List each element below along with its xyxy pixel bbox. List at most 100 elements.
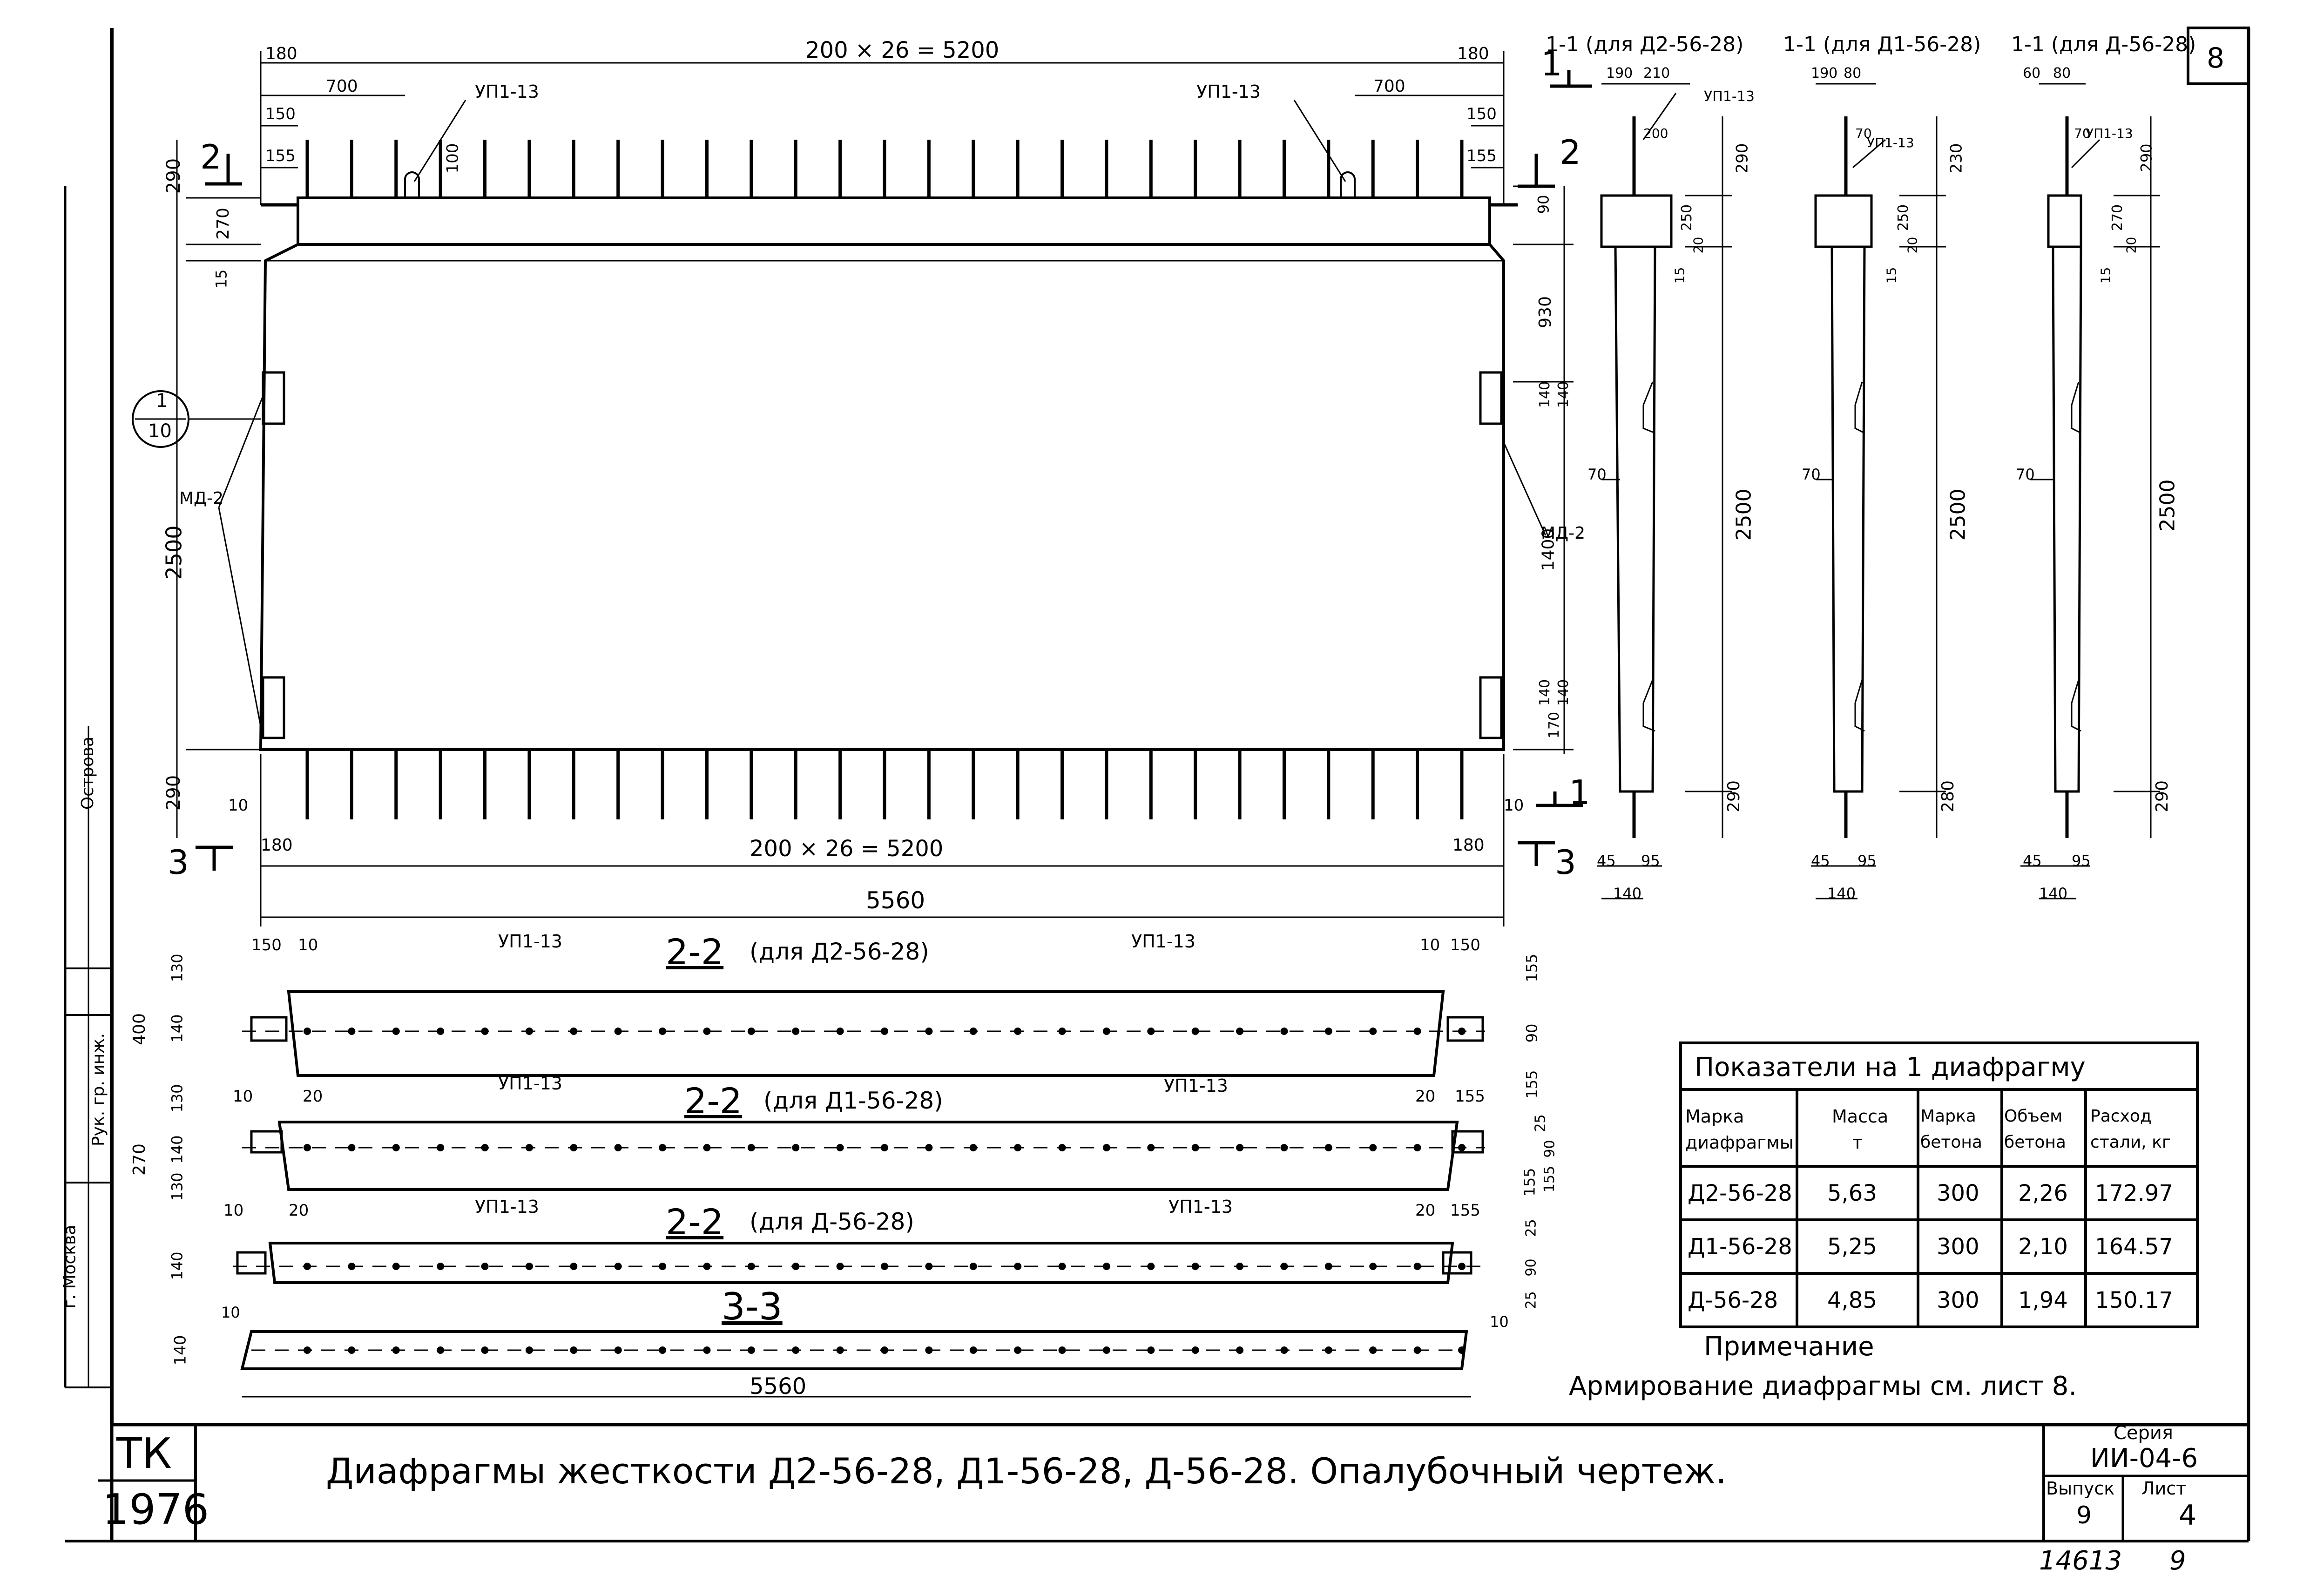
- elevation-view: [259, 171, 1518, 751]
- rebar-point: [570, 1144, 578, 1151]
- plan-1-dim-l2: 400: [129, 1013, 149, 1045]
- s2-up: УП1-13: [1867, 135, 1914, 150]
- s1-h250: 250: [1679, 204, 1695, 231]
- rebar-point: [1102, 1346, 1110, 1354]
- rebar-point: [570, 1346, 578, 1354]
- rebar-point: [304, 1028, 311, 1035]
- table-cell-0-0: Д2-56-28: [1688, 1180, 1792, 1206]
- plan-3-right-b: 155: [1450, 1201, 1480, 1220]
- s2-h2500: 2500: [1946, 488, 1970, 541]
- rebar-point: [1058, 1028, 1066, 1035]
- detail-sheet: 10: [148, 420, 172, 442]
- rebar-point: [792, 1144, 800, 1151]
- rebar-point: [1236, 1028, 1244, 1035]
- dim-290-bottom: 290: [163, 775, 185, 811]
- plan-2-dim-l1: 140: [168, 1135, 186, 1164]
- rebar-point: [392, 1263, 400, 1270]
- section-33-title: 3-3: [722, 1285, 783, 1328]
- rebar-point: [881, 1144, 888, 1151]
- plan-3-left-a: 10: [223, 1201, 244, 1220]
- s1-d2: 210: [1643, 65, 1670, 81]
- rebar-point: [437, 1346, 445, 1354]
- plan-2-left-b: 20: [303, 1087, 323, 1106]
- section-33: [240, 1330, 1471, 1398]
- table-header-2: Масса т: [1832, 1106, 1889, 1153]
- dim-140a: 140: [1537, 381, 1554, 408]
- table-cell-1-4: 164.57: [2095, 1234, 2173, 1260]
- up-label-right: УП1-13: [1196, 81, 1261, 102]
- s2-h250: 250: [1895, 204, 1912, 231]
- table-cell-2-3: 1,94: [2018, 1287, 2068, 1313]
- table-cell-1-1: 5,25: [1827, 1234, 1877, 1260]
- dim-180-right-top: 180: [1457, 44, 1489, 63]
- dim-700-right: 700: [1373, 77, 1405, 96]
- md-label-left: МД-2: [179, 489, 224, 508]
- plan-d: [233, 1242, 1490, 1284]
- elevation-dimensions: [132, 51, 1592, 926]
- rebar-point: [969, 1263, 977, 1270]
- rebar-point: [925, 1028, 933, 1035]
- s1-b140: 140: [1613, 885, 1642, 902]
- cut-3-right: 3: [1555, 843, 1576, 882]
- rebar-point: [1147, 1346, 1155, 1354]
- rebar-point: [703, 1028, 711, 1035]
- plan-1-dim-l1: 140: [168, 1014, 186, 1043]
- s3-h70: 70: [2016, 466, 2035, 483]
- rebar-point: [1058, 1346, 1066, 1354]
- rebar-point: [1014, 1144, 1022, 1151]
- plan-2-dim-r1: 155: [1520, 1168, 1539, 1197]
- s1-up: УП1-13: [1704, 88, 1755, 105]
- plan-d1: [242, 1121, 1485, 1191]
- cut-2-right: 2: [1560, 133, 1581, 172]
- plan-1-up-right: УП1-13: [1131, 931, 1196, 952]
- top-dimension: 200 × 26 = 5200: [805, 37, 1000, 63]
- dim-930: 930: [1535, 296, 1555, 328]
- rebar-point: [570, 1263, 578, 1270]
- note-title: Примечание: [1704, 1332, 1874, 1362]
- table-cell-2-4: 150.17: [2095, 1287, 2173, 1313]
- cut-2-left: 2: [200, 137, 222, 176]
- plan-3-right-a: 20: [1415, 1201, 1436, 1220]
- s3-h20: 20: [2123, 237, 2139, 254]
- rebar-point: [614, 1144, 622, 1151]
- dim-10-left: 10: [228, 796, 249, 815]
- up-label-left: УП1-13: [475, 81, 539, 102]
- s3-h250: 270: [2109, 204, 2126, 231]
- rebar-point: [1014, 1346, 1022, 1354]
- plan-1-right-a: 10: [1420, 936, 1440, 954]
- rebar-point: [481, 1263, 489, 1270]
- section-11-title-d: 1-1 (для Д-56-28): [2011, 33, 2196, 56]
- rebar-point: [659, 1028, 667, 1035]
- rebar-point: [1458, 1263, 1466, 1270]
- rebar-point: [1147, 1144, 1155, 1151]
- rebar-point: [1324, 1028, 1332, 1035]
- plan-2-up-right: УП1-13: [1164, 1075, 1228, 1096]
- dim-155-left: 155: [265, 147, 296, 165]
- plan-2-right-b: 155: [1455, 1087, 1485, 1106]
- s3-h2500: 2500: [2155, 479, 2180, 532]
- margin-role: Рук. гр. инж.: [89, 1033, 108, 1147]
- series-label: Серия: [2114, 1422, 2173, 1444]
- plan-1-dim-r1: 90: [1523, 1023, 1541, 1043]
- s3-d2: 80: [2053, 65, 2071, 81]
- plan-1-dim-r2: 155: [1523, 1070, 1541, 1099]
- s1-h2500: 2500: [1732, 488, 1756, 541]
- archive-number: 14613: [2039, 1546, 2122, 1576]
- table-header-5: Расход стали, кг: [2090, 1107, 2171, 1152]
- rebar-point: [1191, 1144, 1199, 1151]
- margin-name: Острова: [78, 736, 98, 810]
- rebar-point: [925, 1263, 933, 1270]
- s2-h20: 20: [1905, 237, 1920, 254]
- margin-city: г. Москва: [60, 1224, 80, 1309]
- s1-hbot: 290: [1724, 780, 1743, 812]
- table-cell-1-0: Д1-56-28: [1688, 1234, 1792, 1260]
- rebar-point: [525, 1263, 533, 1270]
- detail-number: 1: [156, 390, 168, 412]
- s1-h20: 20: [1690, 237, 1706, 254]
- plan-rebar-points: [304, 1028, 1466, 1354]
- rebar-point: [1236, 1346, 1244, 1354]
- rebar-point: [792, 1263, 800, 1270]
- sheet-number: 8: [2207, 42, 2225, 74]
- rebar-point: [392, 1144, 400, 1151]
- s1-b45: 45: [1597, 852, 1616, 870]
